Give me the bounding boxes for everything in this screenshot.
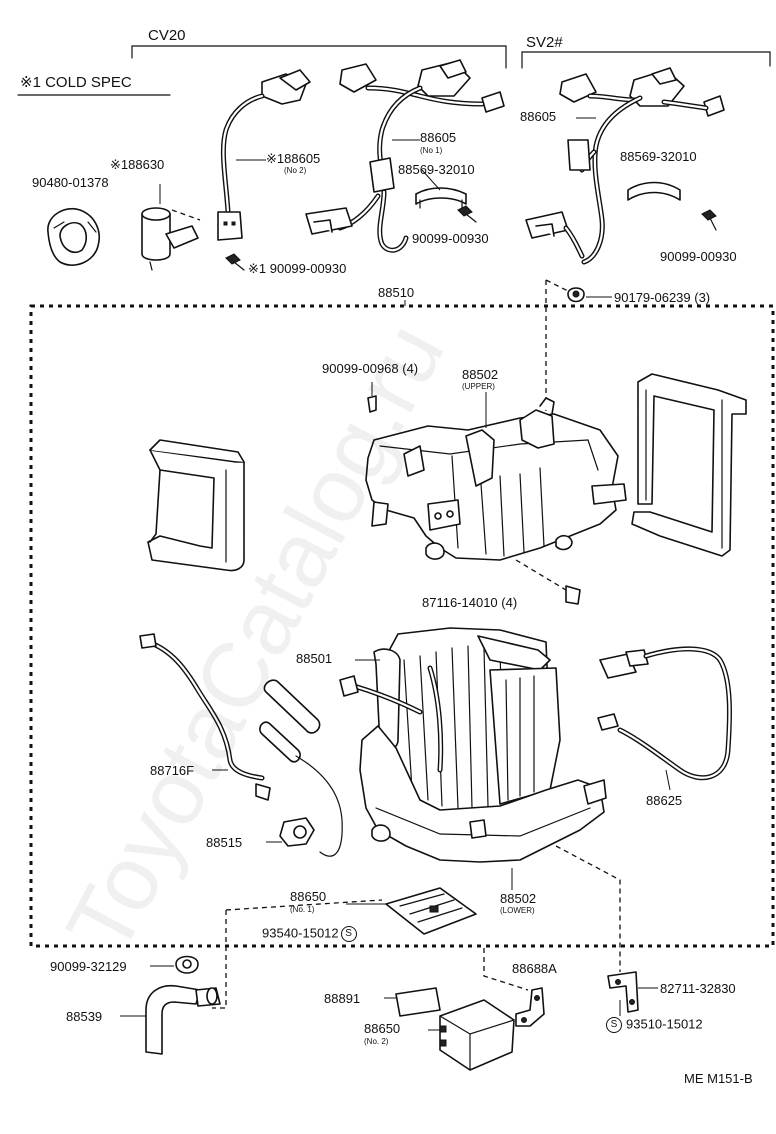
part-pad-88891 bbox=[384, 987, 441, 1017]
part-grommet-90099-32129 bbox=[150, 955, 199, 974]
label-90099-00930-cv: 90099-00930 bbox=[412, 231, 489, 246]
part-upper-case-88502 bbox=[365, 382, 627, 605]
dashed-connections bbox=[212, 845, 621, 1009]
part-harness-88605-no1 bbox=[305, 59, 505, 253]
part-lower-case-88502 bbox=[359, 725, 607, 890]
label-87116-14010: 87116-14010 (4) bbox=[422, 595, 518, 610]
label-88716f: 88716F bbox=[150, 763, 195, 778]
part-grommet-90480 bbox=[47, 208, 100, 266]
part-relay-188630 bbox=[141, 184, 201, 271]
label-90099-00930-sv: 90099-00930 bbox=[660, 249, 737, 264]
label-88605-no1: 88605 bbox=[420, 130, 457, 145]
label-88650-no2-sub: (No. 2) bbox=[364, 1037, 389, 1046]
label-88569-sv: 88569-32010 bbox=[620, 149, 697, 164]
header-cold-spec: ※1 COLD SPEC bbox=[20, 74, 132, 91]
label-88650-no1-sub: (No. 1) bbox=[290, 905, 315, 914]
label-90480-01378: 90480-01378 bbox=[32, 175, 109, 190]
part-harness-188605-no2 bbox=[217, 69, 311, 241]
label-88502-lower: 88502 bbox=[500, 891, 537, 906]
label-88502-upper: 88502 bbox=[462, 367, 499, 382]
header-cv20: CV20 bbox=[148, 27, 186, 44]
s-mark-93540: S bbox=[340, 926, 357, 942]
label-188605-cv: ※188605 bbox=[266, 151, 321, 166]
label-90179-06239: 90179-06239 (3) bbox=[614, 290, 711, 305]
label-88501: 88501 bbox=[296, 651, 333, 666]
label-88605-sv: 88605 bbox=[520, 109, 557, 124]
part-clamp-88569-cv bbox=[415, 187, 467, 209]
label-90099-32129: 90099-32129 bbox=[50, 959, 127, 974]
header-sv2: SV2# bbox=[526, 34, 563, 51]
part-drain-hose-88539 bbox=[120, 984, 221, 1055]
part-clamp-88569-sv bbox=[627, 181, 681, 201]
label-93510-15012-text: 93510-15012 bbox=[626, 1016, 703, 1032]
part-thermistor-88716f bbox=[139, 633, 343, 857]
part-screw-90099-sv bbox=[701, 209, 717, 231]
part-screw-190099 bbox=[225, 253, 245, 271]
label-188605-cv-sub: (No 2) bbox=[284, 166, 307, 175]
assembly-88510-outline bbox=[29, 304, 775, 948]
part-right-frame bbox=[631, 373, 747, 557]
part-amplifier-88650-no2 bbox=[428, 999, 515, 1071]
label-88891: 88891 bbox=[324, 991, 361, 1006]
label-88688a: 88688A bbox=[512, 961, 557, 976]
part-screw-90099-cv bbox=[457, 205, 477, 223]
part-sensor-88515 bbox=[266, 817, 315, 847]
part-bracket-88688a bbox=[515, 987, 545, 1027]
label-190099-00930: ※1 90099-00930 bbox=[248, 261, 347, 276]
header-brackets bbox=[17, 45, 771, 96]
part-harness-88605-sv bbox=[525, 67, 725, 265]
label-82711-32830: 82711-32830 bbox=[660, 981, 736, 996]
label-88515: 88515 bbox=[206, 835, 243, 850]
figure-code: ME M151-B bbox=[684, 1071, 753, 1086]
part-harness-88625 bbox=[597, 646, 733, 791]
leaders bbox=[236, 117, 596, 661]
label-88605-no1-sub: (No 1) bbox=[420, 146, 443, 155]
label-88502-lower-sub: (LOWER) bbox=[500, 906, 535, 915]
label-88510: 88510 bbox=[378, 285, 415, 300]
label-88569-cv: 88569-32010 bbox=[398, 162, 475, 177]
s-mark-93510: S bbox=[606, 1017, 622, 1033]
label-88625: 88625 bbox=[646, 793, 683, 808]
label-188630: ※188630 bbox=[110, 157, 165, 172]
label-88650-no1: 88650 bbox=[290, 889, 327, 904]
label-88650-no2: 88650 bbox=[364, 1021, 401, 1036]
part-bracket-82711 bbox=[607, 971, 658, 1016]
label-93540-15012-text: 93540-15012 bbox=[262, 925, 339, 941]
label-88502-upper-sub: (UPPER) bbox=[462, 382, 495, 391]
part-left-frame bbox=[147, 439, 245, 572]
part-evaporator-88501 bbox=[339, 627, 561, 813]
part-nut-90179 bbox=[545, 279, 612, 420]
label-88539: 88539 bbox=[66, 1009, 103, 1024]
part-amplifier-88650-no1 bbox=[346, 887, 477, 935]
label-90099-00968: 90099-00968 (4) bbox=[322, 361, 419, 376]
